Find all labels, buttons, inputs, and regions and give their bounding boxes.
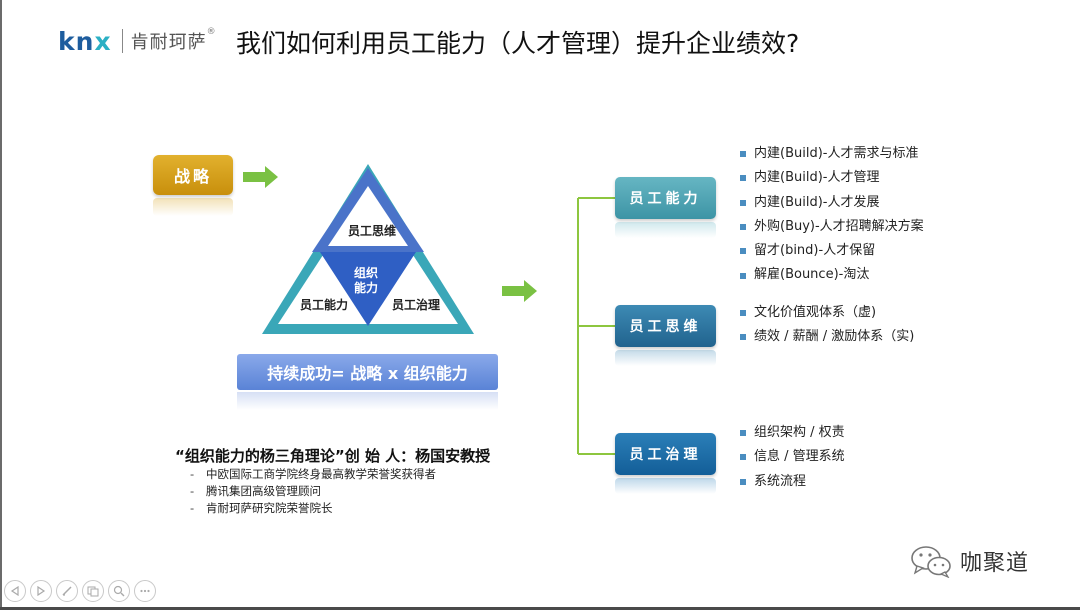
thinking-bullet-list: 文化价值观体系（虚) 绩效 / 薪酬 / 激励体系（实) <box>740 301 914 350</box>
category-label: 员工能力 <box>629 191 702 207</box>
slide-title: 我们如何利用员工能力（人才管理）提升企业绩效? <box>236 29 800 58</box>
list-item: 解雇(Bounce)-淘汰 <box>740 263 924 287</box>
bullet-square-icon <box>740 224 746 231</box>
tree-connector <box>577 197 616 455</box>
triangle-right-label: 员工治理 <box>392 298 441 312</box>
slides-icon[interactable] <box>82 580 104 602</box>
list-item: 留才(bind)-人才保留 <box>740 239 924 263</box>
category-label: 员工思维 <box>629 319 702 335</box>
slideshow-controls <box>4 580 156 602</box>
triangle-shape <box>262 164 474 334</box>
list-item: 外购(Buy)-人才招聘解决方案 <box>740 215 924 239</box>
ability-bullet-list: 内建(Build)-人才需求与标准 内建(Build)-人才管理 内建(Buil… <box>740 142 924 288</box>
bullet-square-icon <box>740 454 746 461</box>
list-item: 内建(Build)-人才发展 <box>740 191 924 215</box>
category-label: 员工治理 <box>629 447 702 463</box>
category-reflection <box>615 350 716 366</box>
watermark-text: 咖聚道 <box>960 551 1030 576</box>
founder-item: -肯耐珂萨研究院荣誉院长 <box>190 501 333 515</box>
founder-item: -中欧国际工商学院终身最高教学荣誉奖获得者 <box>190 467 436 481</box>
list-item: 绩效 / 薪酬 / 激励体系（实) <box>740 325 914 349</box>
category-employee-ability: 员工能力 <box>615 177 716 219</box>
founder-item: -腾讯集团高级管理顾问 <box>190 484 321 498</box>
formula-reflection <box>237 392 498 410</box>
logo-registered-mark: ® <box>206 27 216 37</box>
list-item: 内建(Build)-人才管理 <box>740 166 924 190</box>
right-arrow-icon <box>243 166 278 188</box>
founder-list: -中欧国际工商学院终身最高教学荣誉奖获得者 -腾讯集团高级管理顾问 -肯耐珂萨研… <box>190 466 436 517</box>
pen-icon[interactable] <box>56 580 78 602</box>
formula-text: 持续成功= 战略 x 组织能力 <box>267 364 468 383</box>
category-employee-thinking: 员工思维 <box>615 305 716 347</box>
triangle-left-label: 员工能力 <box>300 298 349 312</box>
bullet-square-icon <box>740 248 746 255</box>
list-item: 文化价值观体系（虚) <box>740 301 914 325</box>
yang-triangle-diagram: 员工思维 员工能力 员工治理 组织 能力 <box>258 160 478 340</box>
founder-title: “组织能力的杨三角理论”创 始 人：杨国安教授 <box>175 447 491 465</box>
bullet-square-icon <box>740 334 746 341</box>
category-reflection <box>615 478 716 494</box>
category-employee-governance: 员工治理 <box>615 433 716 475</box>
window-bottom-border <box>0 607 1080 610</box>
category-reflection <box>615 222 716 238</box>
strategy-reflection <box>153 198 233 216</box>
list-item: 组织架构 / 权责 <box>740 421 845 445</box>
logo-chinese-name: 肯耐珂萨 <box>130 32 207 53</box>
bullet-square-icon <box>740 478 746 485</box>
formula-box: 持续成功= 战略 x 组织能力 <box>237 354 498 390</box>
knx-logo: knx 肯耐珂萨 ® <box>58 25 216 57</box>
bullet-square-icon <box>740 272 746 279</box>
bullet-square-icon <box>740 199 746 206</box>
list-item: 信息 / 管理系统 <box>740 445 845 469</box>
zoom-icon[interactable] <box>108 580 130 602</box>
bullet-square-icon <box>740 310 746 317</box>
list-item: 系统流程 <box>740 470 845 494</box>
list-item: 内建(Build)-人才需求与标准 <box>740 142 924 166</box>
center-line-1: 组织 <box>354 266 379 280</box>
middle-arrow-icon <box>502 280 537 302</box>
more-icon[interactable] <box>134 580 156 602</box>
bullet-square-icon <box>740 430 746 437</box>
governance-bullet-list: 组织架构 / 权责 信息 / 管理系统 系统流程 <box>740 421 845 494</box>
next-icon[interactable] <box>30 580 52 602</box>
strategy-label: 战略 <box>173 167 212 186</box>
triangle-top-label: 员工思维 <box>348 224 397 238</box>
window-left-border <box>0 0 2 610</box>
wechat-icon <box>911 546 951 578</box>
bullet-square-icon <box>740 175 746 182</box>
logo-divider <box>121 29 123 53</box>
strategy-box: 战略 <box>153 155 233 195</box>
triangle-center-label: 组织 能力 <box>354 266 378 296</box>
logo-brand: knx <box>58 26 112 56</box>
center-line-2: 能力 <box>354 281 379 295</box>
bullet-square-icon <box>740 151 746 158</box>
wechat-watermark: 咖聚道 <box>910 544 1029 578</box>
prev-icon[interactable] <box>4 580 26 602</box>
